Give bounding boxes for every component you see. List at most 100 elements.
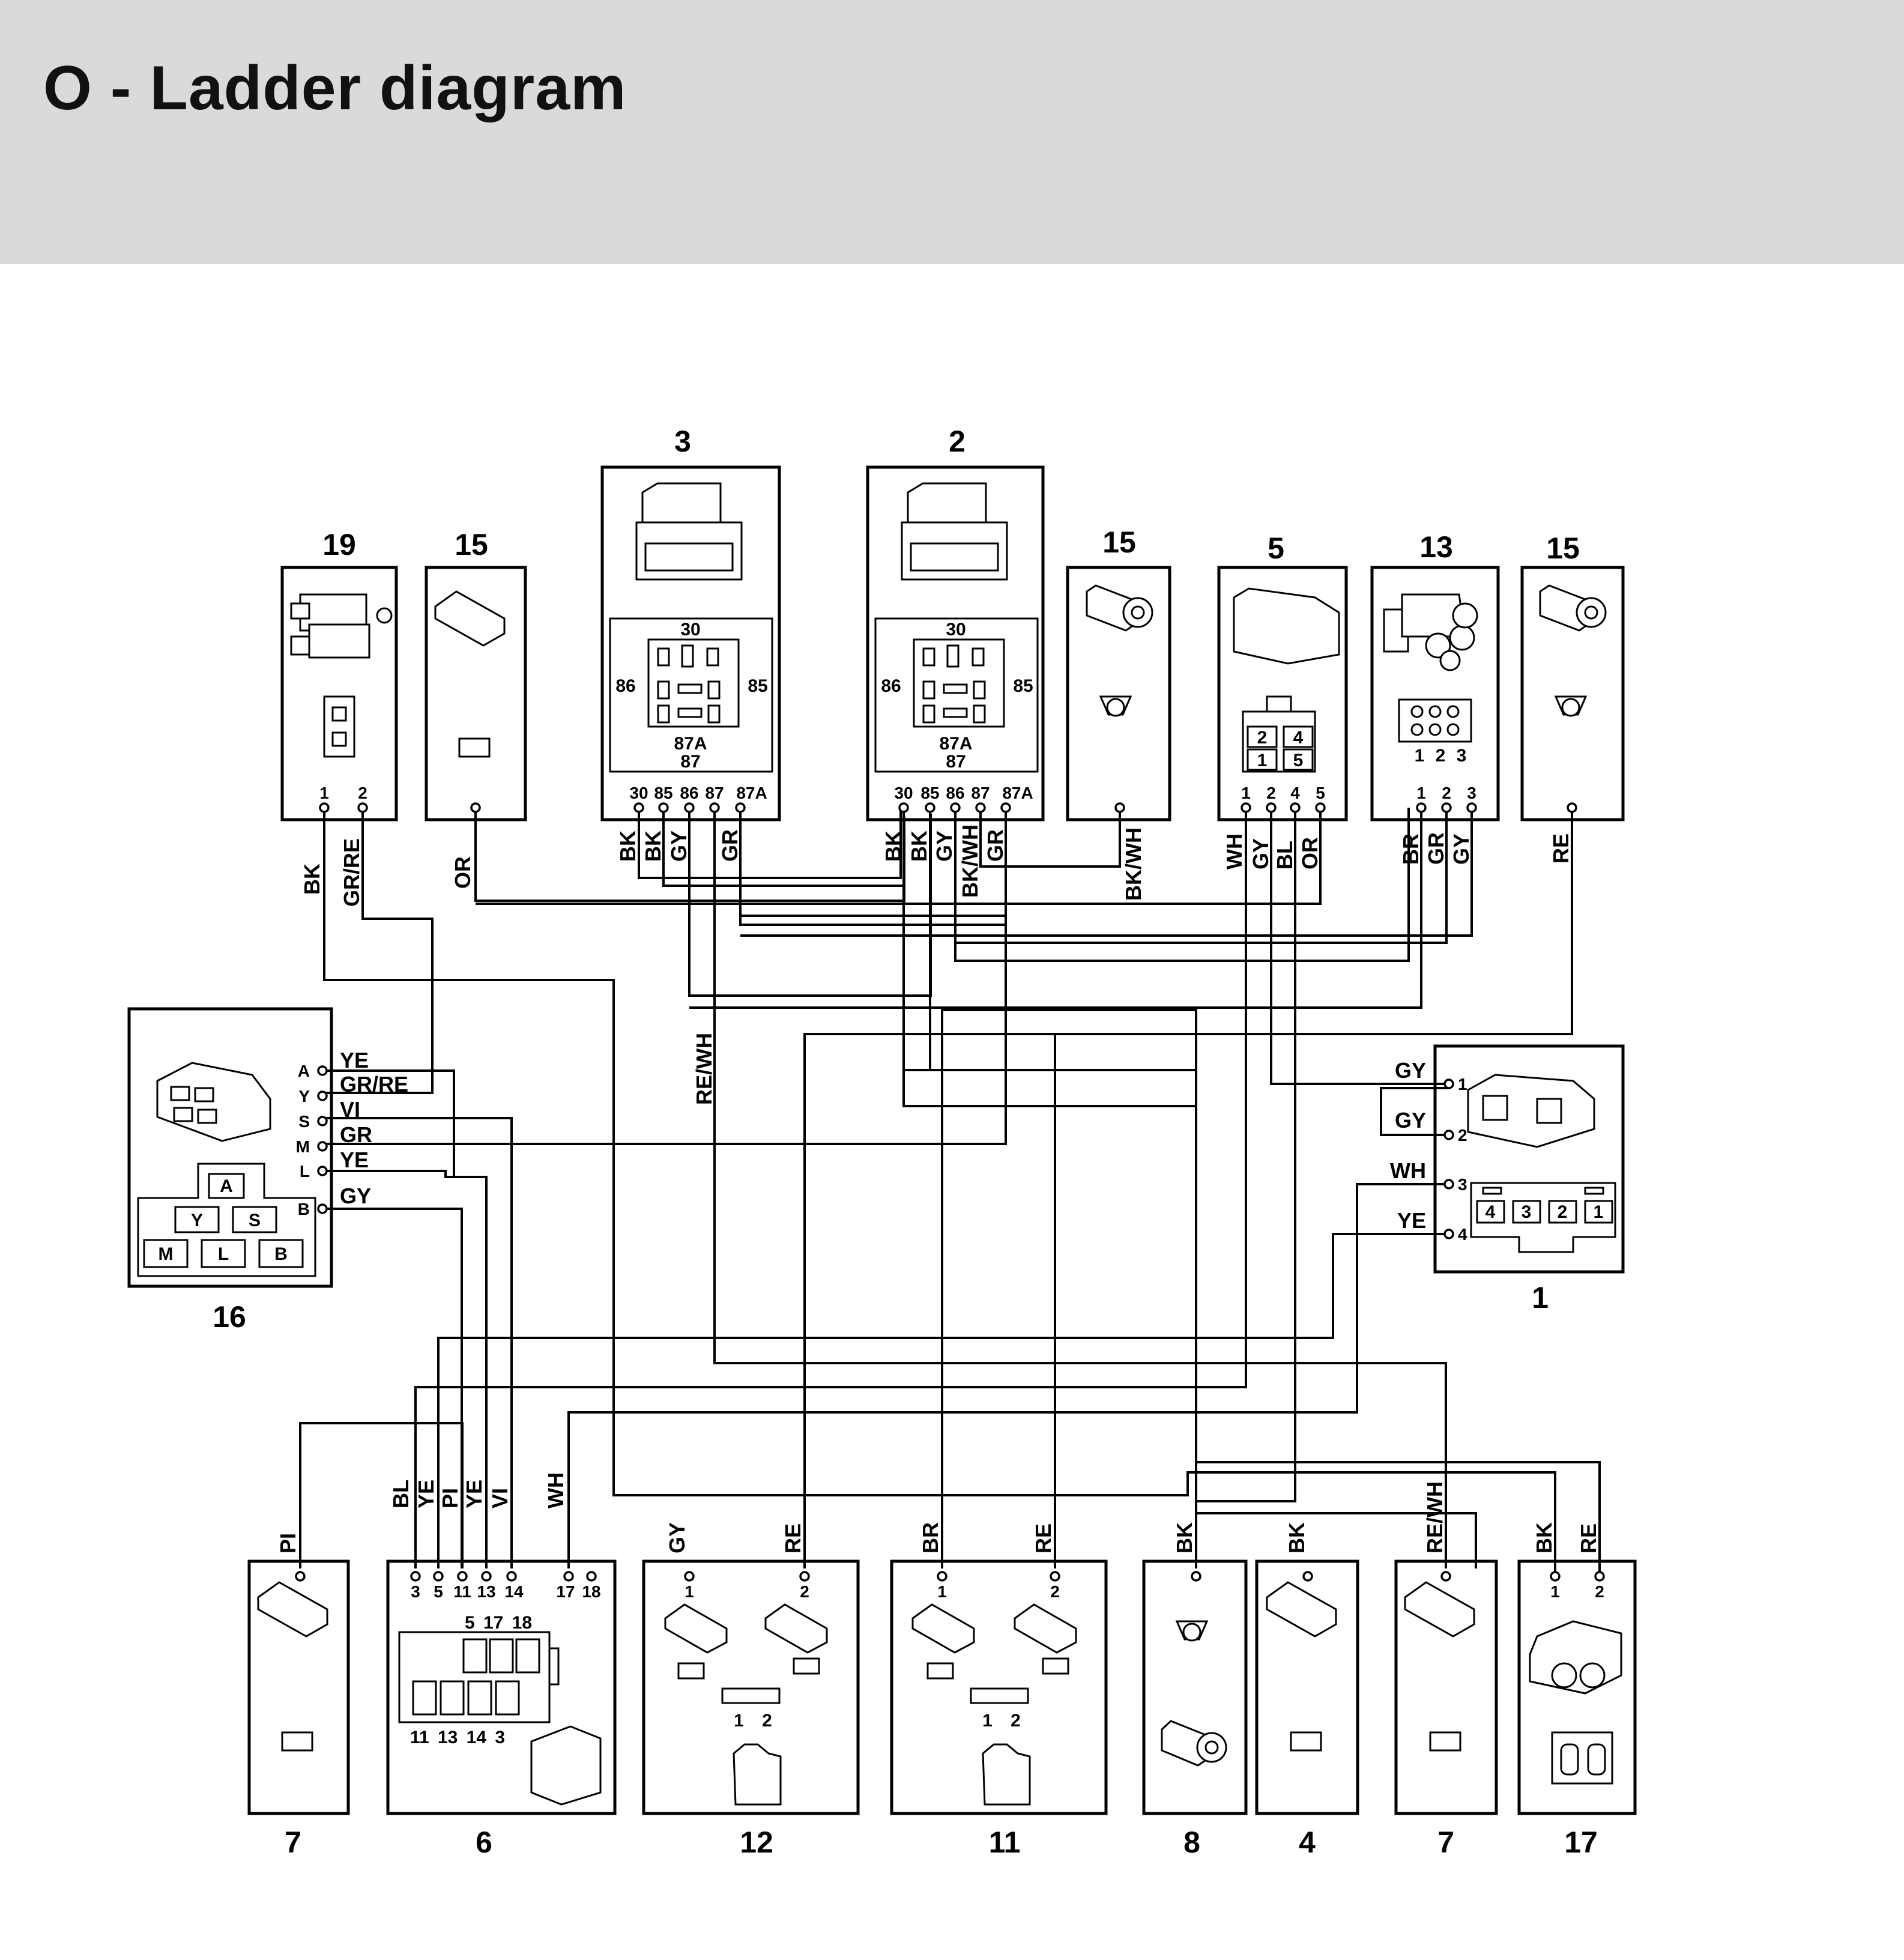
- cavity-label: B: [274, 1244, 288, 1264]
- wire-label: BK: [907, 830, 931, 862]
- cavity-label: A: [220, 1176, 233, 1196]
- connector-icon: [290, 593, 393, 758]
- wire-label: BK/WH: [1121, 827, 1146, 901]
- pin-label: S: [298, 1112, 310, 1131]
- cavity-label: S: [249, 1211, 261, 1230]
- pin-label: 86: [946, 784, 964, 802]
- wire-label: YE: [340, 1048, 369, 1072]
- relay-terminal-label: 87A: [939, 734, 972, 754]
- component-number: 3: [674, 425, 691, 458]
- pin-label: L: [300, 1162, 310, 1181]
- wire-label: BL: [1272, 841, 1297, 870]
- wire-label: YE: [1397, 1208, 1426, 1233]
- pin-label: 2: [1442, 784, 1451, 802]
- relay-terminal-label: 30: [680, 620, 700, 640]
- pin-label: 30: [894, 784, 913, 802]
- pin-label: 2: [1050, 1582, 1060, 1601]
- component-number: 4: [1299, 1825, 1316, 1859]
- pin-label: 1: [1416, 784, 1426, 802]
- wire-label: BK: [641, 830, 665, 862]
- wire-label: BK: [1532, 1522, 1556, 1553]
- component-13: 13 1 2 3 1 2 3: [1370, 530, 1500, 821]
- component-number: 12: [740, 1825, 773, 1859]
- component-19: 19 1 2: [280, 528, 398, 821]
- face-label: 5 17 18: [465, 1613, 532, 1633]
- component-number: 6: [476, 1825, 492, 1859]
- pin-label: Y: [298, 1087, 310, 1106]
- wire-label: OR: [450, 856, 475, 889]
- relay-terminal-label: 85: [1013, 676, 1033, 696]
- component-number: 7: [285, 1825, 301, 1859]
- cavity-label: 1: [1257, 751, 1268, 770]
- component-number: 17: [1564, 1825, 1598, 1859]
- wire-label: GR: [983, 829, 1008, 862]
- component-15-fuse-holder: 15: [425, 528, 527, 821]
- wire-label: GY: [666, 830, 691, 862]
- page-title: O - Ladder diagram: [43, 53, 627, 123]
- face-label: 1 2 3: [1415, 746, 1467, 766]
- wire-label: BK: [1284, 1522, 1309, 1553]
- pin-label: 87A: [736, 784, 767, 802]
- ring-terminal-icon: [1539, 584, 1607, 717]
- cavity-label: 3: [1522, 1202, 1532, 1222]
- component-5: 5 2 4 1 5 1 2 4 5: [1217, 531, 1348, 821]
- pin-label: 2: [1458, 1126, 1467, 1145]
- wire-labels: BK GR/RE OR BK BK GY GR BK BK GY BK/WH G…: [276, 824, 1601, 1553]
- component-number: 19: [322, 528, 356, 561]
- wire-label: GY: [665, 1522, 689, 1553]
- wire-label: BR: [918, 1522, 943, 1553]
- pin-label: 13: [477, 1582, 495, 1601]
- component-15-ring-terminal: 15: [1520, 531, 1625, 821]
- relay-terminal-label: 87A: [674, 734, 707, 754]
- wire-label: GR: [340, 1122, 372, 1147]
- pin-label: 1: [1241, 784, 1251, 802]
- wire-label: VI: [340, 1097, 360, 1122]
- component-number: 11: [989, 1825, 1021, 1859]
- component-7: 7: [247, 1559, 350, 1859]
- component-number: 13: [1419, 530, 1453, 564]
- cavity-label: Y: [191, 1211, 203, 1230]
- wire-label: GR: [718, 829, 742, 862]
- pin-label: 2: [800, 1582, 809, 1601]
- wire-label: RE: [1031, 1523, 1056, 1553]
- cavity-label: 2: [1257, 728, 1268, 748]
- component-number: 15: [1102, 525, 1136, 559]
- wire-label: WH: [543, 1472, 568, 1508]
- component-1: 1 4 3 2 1 1 2 3 4: [1433, 1044, 1625, 1314]
- connector-icon: [1383, 593, 1478, 743]
- pin-label: M: [296, 1137, 310, 1156]
- component-number: 5: [1268, 531, 1284, 565]
- relay-terminal-label: 87: [946, 752, 966, 772]
- component-number: 15: [455, 528, 488, 561]
- wire-label: RE: [1549, 833, 1573, 864]
- pin-label: 85: [920, 784, 939, 802]
- wire-label: WH: [1222, 833, 1247, 870]
- wire-label: GY: [1395, 1058, 1426, 1083]
- wire-label: RE: [781, 1523, 805, 1553]
- pin-label: 2: [1595, 1582, 1604, 1601]
- wire-label: RE/WH: [692, 1033, 716, 1105]
- face-label: 11 13 14 3: [410, 1728, 505, 1747]
- pin-label: 87A: [1002, 784, 1033, 802]
- wire-label: GR/RE: [340, 1072, 408, 1096]
- pin-label: 87: [705, 784, 724, 802]
- wire-label: BR: [1398, 833, 1423, 865]
- wire-label: VI: [488, 1488, 512, 1508]
- wire-label: RE: [1576, 1523, 1601, 1553]
- wire-label: BK: [881, 830, 905, 862]
- relay-terminal-label: 85: [748, 676, 767, 696]
- component-number: 2: [949, 425, 966, 458]
- cavity-label: M: [159, 1244, 174, 1264]
- pin-label: 5: [1316, 784, 1325, 802]
- pin-label: 87: [971, 784, 990, 802]
- ring-terminal-icon: [1086, 584, 1153, 717]
- spade-terminal-icon: [434, 590, 506, 758]
- component-number: 1: [1532, 1281, 1549, 1314]
- component-11: 11 1 2 1 2: [890, 1559, 1108, 1859]
- pin-label: B: [298, 1200, 310, 1218]
- component-number: 15: [1546, 531, 1580, 565]
- pin-label: 2: [1266, 784, 1276, 802]
- pin-label: 1: [1550, 1582, 1560, 1601]
- pin-label: 86: [680, 784, 698, 802]
- pin-label: 5: [434, 1582, 443, 1601]
